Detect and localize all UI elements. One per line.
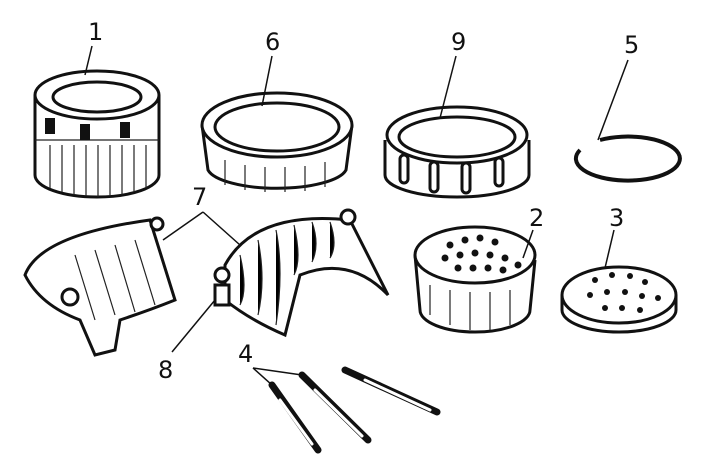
- label-3: 3: [609, 204, 624, 232]
- part-8-screw: [213, 266, 231, 307]
- part-1-slotted-nut: [33, 69, 161, 199]
- part-7-right-shell: [223, 208, 390, 338]
- part-6-threaded-ring: [200, 91, 354, 192]
- part-3-disc: [560, 265, 678, 334]
- label-8: 8: [158, 356, 173, 384]
- label-1: 1: [88, 18, 103, 46]
- leader-lines: [84, 45, 629, 386]
- part-4-contacts: [268, 366, 441, 454]
- label-4: 4: [238, 340, 253, 368]
- part-2-insert: [413, 225, 537, 334]
- label-9: 9: [451, 28, 466, 56]
- label-6: 6: [265, 28, 280, 56]
- part-9-coupling-nut: [383, 105, 531, 199]
- label-5: 5: [624, 31, 639, 59]
- label-2: 2: [529, 204, 544, 232]
- part-5-snap-ring: [573, 134, 682, 183]
- part-7-left-shell: [23, 216, 177, 357]
- label-7: 7: [192, 183, 207, 211]
